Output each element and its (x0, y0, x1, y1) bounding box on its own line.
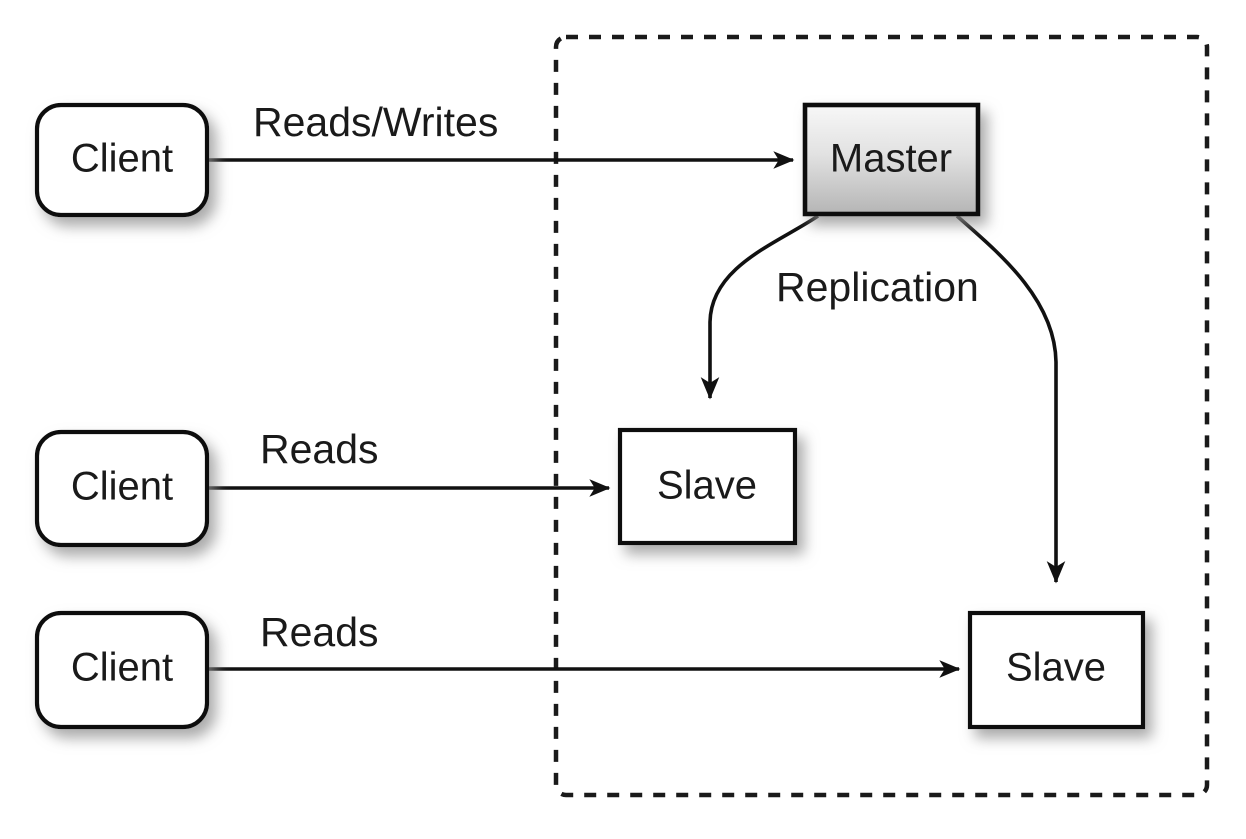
slave-2-label: Slave (1006, 646, 1106, 690)
edge-master-to-slave1 (700, 214, 820, 400)
node-master[interactable] (802, 102, 981, 217)
master-label: Master (830, 137, 952, 181)
edge-label-reads-slave2: Reads (260, 609, 379, 655)
slave-1-label: Slave (657, 464, 757, 508)
master-box[interactable] (802, 102, 981, 217)
node-client-2[interactable] (34, 429, 210, 548)
client-1-box[interactable] (34, 102, 210, 218)
node-slave-1[interactable] (617, 427, 798, 546)
edge-label-replication: Replication (776, 264, 979, 310)
node-slave-2[interactable] (967, 610, 1146, 730)
slave-1-box[interactable] (617, 427, 798, 546)
client-3-label: Client (71, 646, 173, 690)
edge-label-reads-writes: Reads/Writes (253, 99, 498, 145)
client-2-label: Client (71, 465, 173, 509)
client-1-label: Client (71, 137, 173, 181)
replication-cluster-boundary (553, 34, 1210, 798)
client-3-box[interactable] (34, 610, 210, 730)
edge-master-to-slave2 (955, 214, 1066, 584)
node-client-3[interactable] (34, 610, 210, 730)
client-2-box[interactable] (34, 429, 210, 548)
node-client-1[interactable] (34, 102, 210, 218)
edge-label-reads-slave1: Reads (260, 426, 379, 472)
slave-2-box[interactable] (967, 610, 1146, 730)
